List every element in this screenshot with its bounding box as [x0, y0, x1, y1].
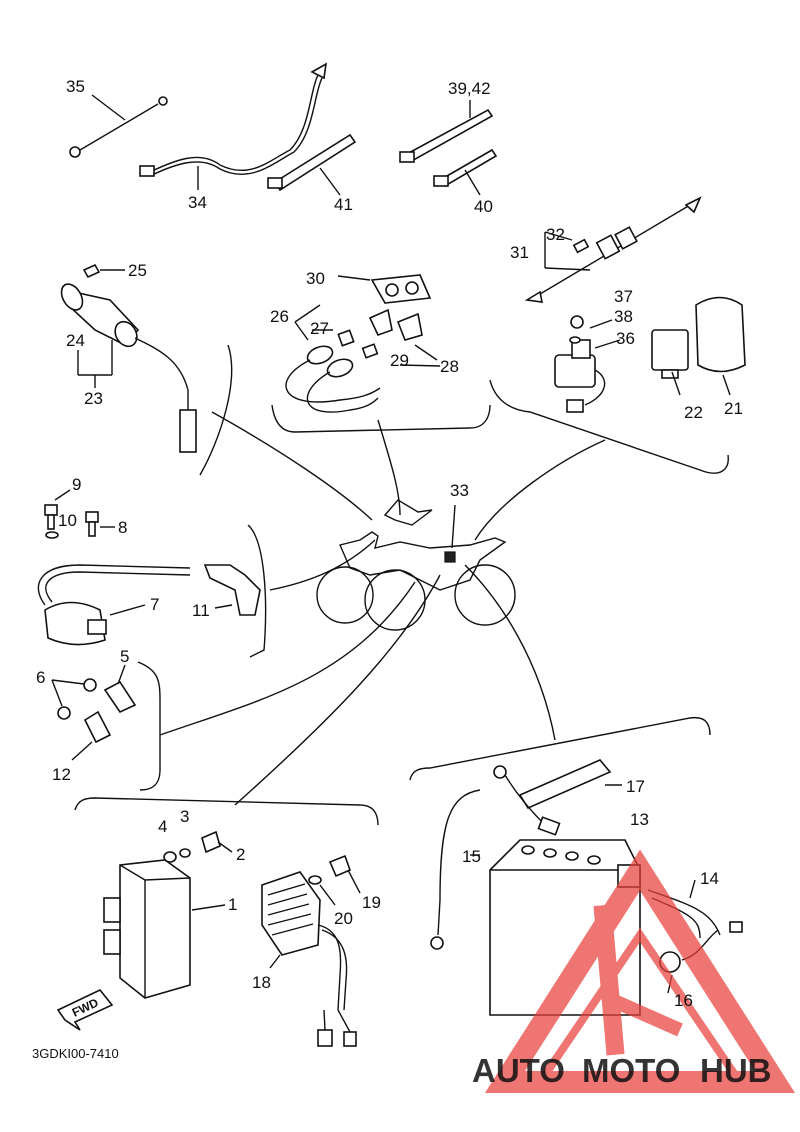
- diagram-code: 3GDKI00-7410: [32, 1046, 119, 1061]
- watermark-text-hub: HUB: [700, 1052, 772, 1089]
- part-35-lead-wire: [69, 94, 168, 158]
- leader-lines: [159, 411, 606, 806]
- part-7-ignition-coil: [37, 564, 191, 646]
- callout-3: 3: [180, 807, 189, 826]
- callout-8: 8: [118, 518, 127, 537]
- callout-17: 17: [626, 777, 645, 796]
- callout-11: 11: [192, 601, 210, 620]
- callout-5: 5: [120, 647, 129, 666]
- callout-37: 37: [614, 287, 633, 306]
- callout-35: 35: [66, 77, 85, 96]
- callout-40: 40: [474, 197, 493, 216]
- part-11-plug-cap: [203, 564, 261, 616]
- callout-20: 20: [334, 909, 353, 928]
- callout-14: 14: [700, 869, 719, 888]
- callout-33: 33: [450, 481, 469, 500]
- part-41-cable-band: [267, 133, 357, 196]
- callout-22: 22: [684, 403, 703, 422]
- watermark-text-moto: MOTO: [582, 1052, 680, 1089]
- callout-23: 23: [84, 389, 103, 408]
- callout-34: 34: [188, 193, 207, 212]
- part-5-6-12-sensors: [51, 661, 161, 791]
- part-21-22-36-relay-group: [489, 296, 746, 474]
- callout-4: 4: [158, 817, 167, 836]
- callout-10: 10: [58, 511, 77, 530]
- callout-9: 9: [72, 475, 81, 494]
- bracket-right-7: [247, 524, 267, 658]
- callout-2: 2: [236, 845, 245, 864]
- part-39-42-band: [399, 100, 494, 164]
- callout-12: 12: [52, 765, 71, 784]
- callout-28: 28: [440, 357, 459, 376]
- callout-15: 15: [462, 847, 481, 866]
- callout-27: 27: [310, 319, 329, 338]
- callout-25: 25: [128, 261, 147, 280]
- part-31-32-sensor-lead: [524, 196, 702, 303]
- frame-silhouette: [316, 499, 516, 631]
- callout-31: 31: [510, 243, 529, 262]
- callout-16: 16: [674, 991, 693, 1010]
- callout-21: 21: [724, 399, 743, 418]
- callout-38: 38: [614, 307, 633, 326]
- callout-6: 6: [36, 668, 45, 687]
- callout-7: 7: [150, 595, 159, 614]
- callout-19: 19: [362, 893, 381, 912]
- part-34-sub-lead: [139, 62, 328, 190]
- callout-1: 1: [228, 895, 237, 914]
- callout-36: 36: [616, 329, 635, 348]
- forward-arrow-icon: [56, 989, 114, 1031]
- callout-13: 13: [630, 810, 649, 829]
- callout-30: 30: [306, 269, 325, 288]
- callout-26: 26: [270, 307, 289, 326]
- part-40-band: [433, 148, 498, 196]
- part-18-rectifier-regulator: [261, 854, 361, 1047]
- part-1-cdi-unit: [74, 797, 379, 999]
- part-26-30-diode-group: [271, 274, 491, 433]
- callout-41: 41: [334, 195, 353, 214]
- watermark-logo: [484, 849, 796, 1093]
- part-8-9-10-bolts: [44, 489, 115, 539]
- callout-32: 32: [546, 225, 565, 244]
- callout-39-42: 39,42: [448, 79, 491, 98]
- callout-18: 18: [252, 973, 271, 992]
- part-23-24-switch-assembly: [60, 263, 233, 476]
- callout-24: 24: [66, 331, 85, 350]
- callout-29: 29: [390, 351, 409, 370]
- watermark-text-auto: AUTO: [472, 1052, 565, 1089]
